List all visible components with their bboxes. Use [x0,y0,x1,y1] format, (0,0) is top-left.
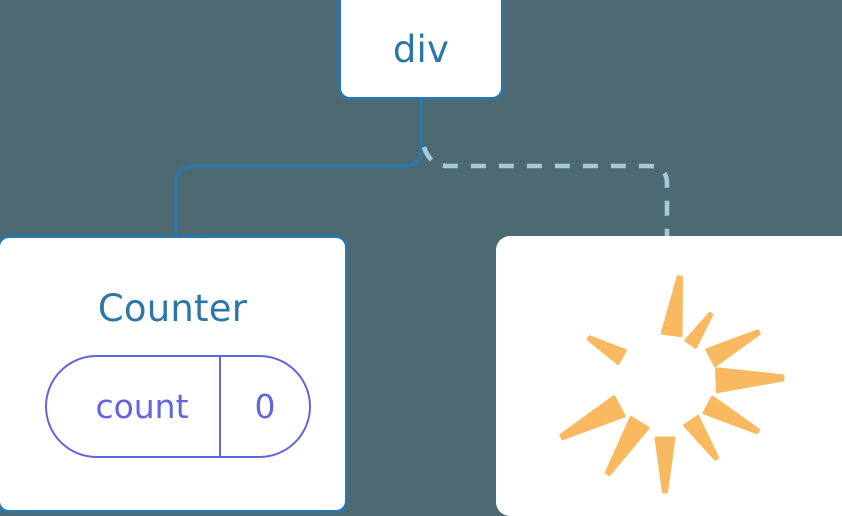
node-counter[interactable]: Counter count 0 [0,235,348,513]
sparkle-ray-3 [705,329,761,368]
prop-pill-key-cell: count [47,357,221,456]
sparkle-ray-7 [654,436,676,494]
sparkle-ray-9 [559,395,626,441]
prop-pill-value-cell: 0 [221,357,309,456]
prop-pill-key: count [95,387,189,426]
node-counter-label: Counter [97,287,248,330]
node-render-burst[interactable] [496,236,842,516]
prop-pill[interactable]: count 0 [45,355,311,458]
sparkle-ray-5 [702,395,760,435]
sparkle-ray-6 [683,414,720,461]
sparkle-ray-10 [586,335,627,365]
edge-div-to-highlight [421,146,670,237]
sparkle-burst-icon [559,275,785,494]
node-div-label: div [392,27,450,71]
sparkle-ray-1 [660,275,683,338]
edge-div-to-counter [174,98,423,238]
sparkle-ray-4 [715,367,785,394]
prop-pill-value: 0 [254,387,276,426]
sparkle-ray-2 [684,311,714,349]
node-div[interactable]: div [338,0,504,100]
sparkle-ray-8 [604,415,650,477]
